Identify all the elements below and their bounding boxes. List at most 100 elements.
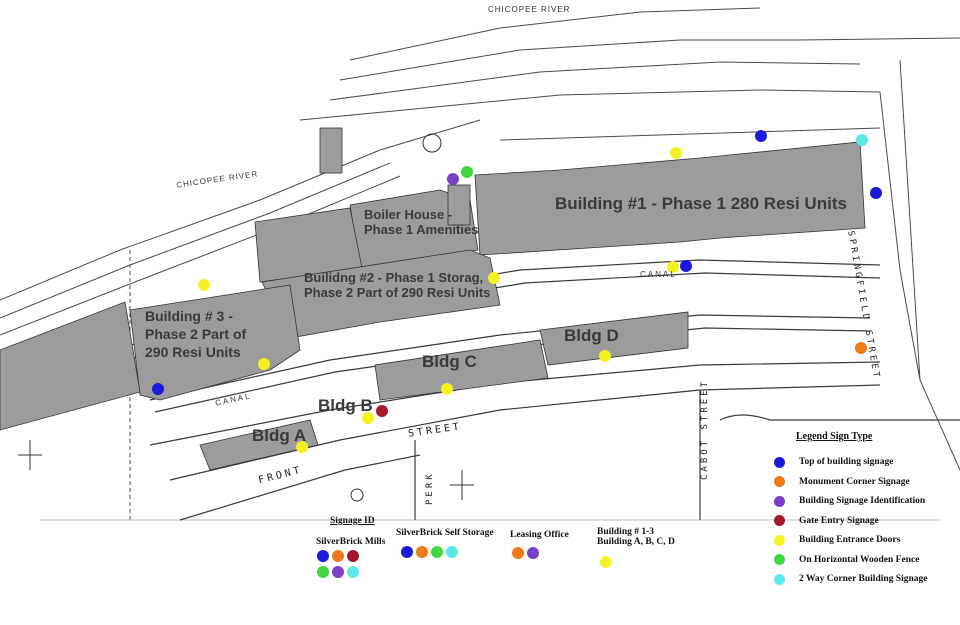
building-3-footprint [129,284,301,401]
building-1-label: Building #1 - Phase 1 280 Resi Units [555,194,847,213]
legend-item: Monument Corner Signage [774,475,910,489]
building-footprints [0,127,866,471]
bldg-a-label: Bldg A [252,426,307,445]
sign-marker-entrance-doors [488,272,500,284]
signage-group-mills-row2 [317,566,359,578]
sign-marker-entrance-doors [599,350,611,362]
legend-swatch [774,515,785,526]
boiler-house-label-line2: Phase 1 Amenities [364,221,479,237]
canal-label-upper: CANAL [640,270,677,279]
building-1-footprint [474,141,866,256]
sign-marker-horizontal-fence [461,166,473,178]
tower-outline [422,133,442,153]
lot-marker-outline [350,488,364,502]
signage-dot [600,556,612,568]
legend-label: Monument Corner Signage [799,476,910,487]
legend-swatch [774,495,785,507]
signage-dot [512,547,524,559]
sign-marker-entrance-doors [198,279,210,291]
legend-item: Building Entrance Doors [774,533,900,547]
signage-dot [431,546,443,558]
bldg-a-footprint [199,419,319,471]
bldg-c-label: Bldg C [422,352,477,371]
signage-id-title: Signage ID [330,516,375,526]
sign-markers [152,130,882,453]
north-arrows [18,440,474,500]
signage-dot [416,546,428,558]
legend-label: Building Signage Identification [799,496,926,506]
legend-label: Gate Entry Signage [799,515,879,526]
signage-dot [527,547,539,559]
legend-item: Gate Entry Signage [774,514,879,528]
sign-marker-monument-corner [855,342,867,354]
building-3-label-line2: Phase 2 Part of [145,326,247,343]
small-structure-1 [319,127,343,174]
boiler-house-label-line1: Boiler House - [364,207,453,222]
bldg-d-label: Bldg D [564,326,619,345]
legend-swatch [774,456,785,468]
legend-item: Top of building signage [774,455,893,469]
sign-marker-entrance-doors [362,412,374,424]
sign-marker-entrance-doors [667,261,679,273]
signage-group-buildings-name: Building # 1-3 Building A, B, C, D [597,527,675,547]
building-2-label: Builidng #2 - Phase 1 Storag, Phase 2 Pa… [304,270,491,301]
legend-swatch [774,573,785,585]
legend-title: Legend Sign Type [796,431,873,442]
street-perk: PERK [425,471,435,505]
building-2-label-line2: Phase 2 Part of 290 Resi Units [304,284,491,300]
legend-swatch [774,534,785,546]
signage-group-leasing-name: Leasing Office [510,530,569,540]
building-3-label: Building # 3 - Phase 2 Part of 290 Resi … [145,307,246,362]
sign-marker-building-identification [447,173,459,185]
legend-item: 2 Way Corner Building Signage [774,572,927,586]
legend-label: Top of building signage [799,457,894,467]
legend-label: On Horizontal Wooden Fence [799,554,920,565]
sign-marker-gate-entry [376,405,388,417]
signage-group-buildings-dots [600,556,612,568]
signage-dot [401,546,413,558]
signage-dot [347,550,359,562]
sign-marker-entrance-doors [441,383,453,395]
bldg-c-footprint [374,339,549,401]
legend-swatch [774,554,785,565]
signage-dot [317,566,329,578]
sign-marker-entrance-doors [670,147,682,159]
legend-item: Building Signage Identification [774,494,925,508]
legend-label: 2 Way Corner Building Signage [799,574,928,584]
boiler-house-label: Boiler House - Phase 1 Amenities [364,207,479,238]
signage-group-mills-name: SilverBrick Mills [316,537,386,547]
river-top-label: CHICOPEE RIVER [488,5,571,14]
building-3-label-line1: Building # 3 - [145,308,233,324]
street-cabot: CABOT STREET [700,378,710,480]
sign-marker-top-of-building [755,130,767,142]
signage-group-storage-name: SilverBrick Self Storage [396,528,494,538]
legend-label: Building Entrance Doors [799,535,901,545]
property-lines [0,7,960,521]
sign-marker-top-of-building [152,383,164,395]
signage-group-leasing-dots [512,547,539,559]
building-2-label-line1: Builidng #2 - Phase 1 Storag, [304,270,484,285]
signage-dot [347,566,359,578]
sign-marker-entrance-doors [296,441,308,453]
legend-item: On Horizontal Wooden Fence [774,553,919,567]
sign-marker-two-way-corner [856,134,868,146]
sign-marker-top-of-building [680,260,692,272]
signage-group-storage-dots [401,546,458,558]
signage-dot [446,546,458,558]
sign-marker-entrance-doors [258,358,270,370]
sign-marker-top-of-building [870,187,882,199]
legend-swatch [774,476,785,487]
signage-group-buildings-line2: Building A, B, C, D [597,537,675,547]
signage-dot [332,550,344,562]
building-3-label-line3: 290 Resi Units [145,344,241,361]
far-left-footprint [0,301,141,431]
bldg-b-label: Bldg B [318,396,373,415]
signage-group-mills-row1 [317,550,359,562]
small-structure-2 [447,184,471,226]
bldg-d-footprint [539,311,689,366]
signage-dot [332,566,344,578]
signage-dot [317,550,329,562]
signage-group-buildings-line1: Building # 1-3 [597,527,655,537]
